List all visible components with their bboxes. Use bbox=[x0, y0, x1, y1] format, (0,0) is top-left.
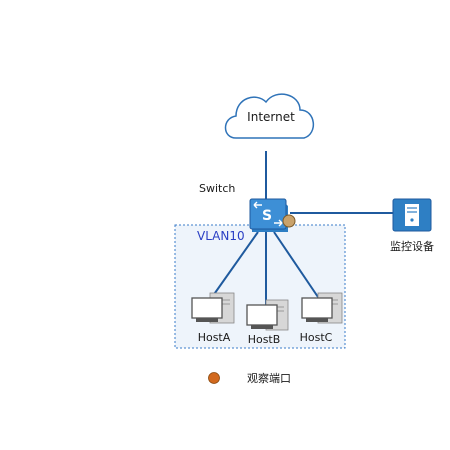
link-switch-hostC bbox=[273, 231, 321, 301]
vlan10-region bbox=[174, 224, 346, 349]
internet-label: Internet bbox=[247, 110, 295, 124]
switch-label: Switch bbox=[199, 182, 235, 195]
legend-label: 观察端口 bbox=[247, 371, 291, 385]
hostC-computer-icon bbox=[301, 292, 343, 324]
internet-cloud-icon bbox=[224, 93, 314, 139]
link-switch-hostA bbox=[209, 231, 259, 301]
legend-port-icon bbox=[208, 372, 220, 384]
switch-icon-letter: S bbox=[262, 208, 272, 224]
monitor-device-icon bbox=[392, 198, 432, 232]
monitor-device-label: 监控设备 bbox=[390, 239, 434, 253]
observe-port-marker bbox=[282, 214, 296, 228]
hostB-label: HostB bbox=[248, 333, 281, 346]
hostB-computer-icon bbox=[246, 299, 289, 331]
hostA-label: HostA bbox=[198, 331, 231, 344]
hostA-computer-icon bbox=[191, 292, 235, 324]
switch-icon: S bbox=[249, 198, 288, 232]
hostC-label: HostC bbox=[300, 331, 333, 344]
vlan-label: VLAN10 bbox=[197, 229, 245, 243]
